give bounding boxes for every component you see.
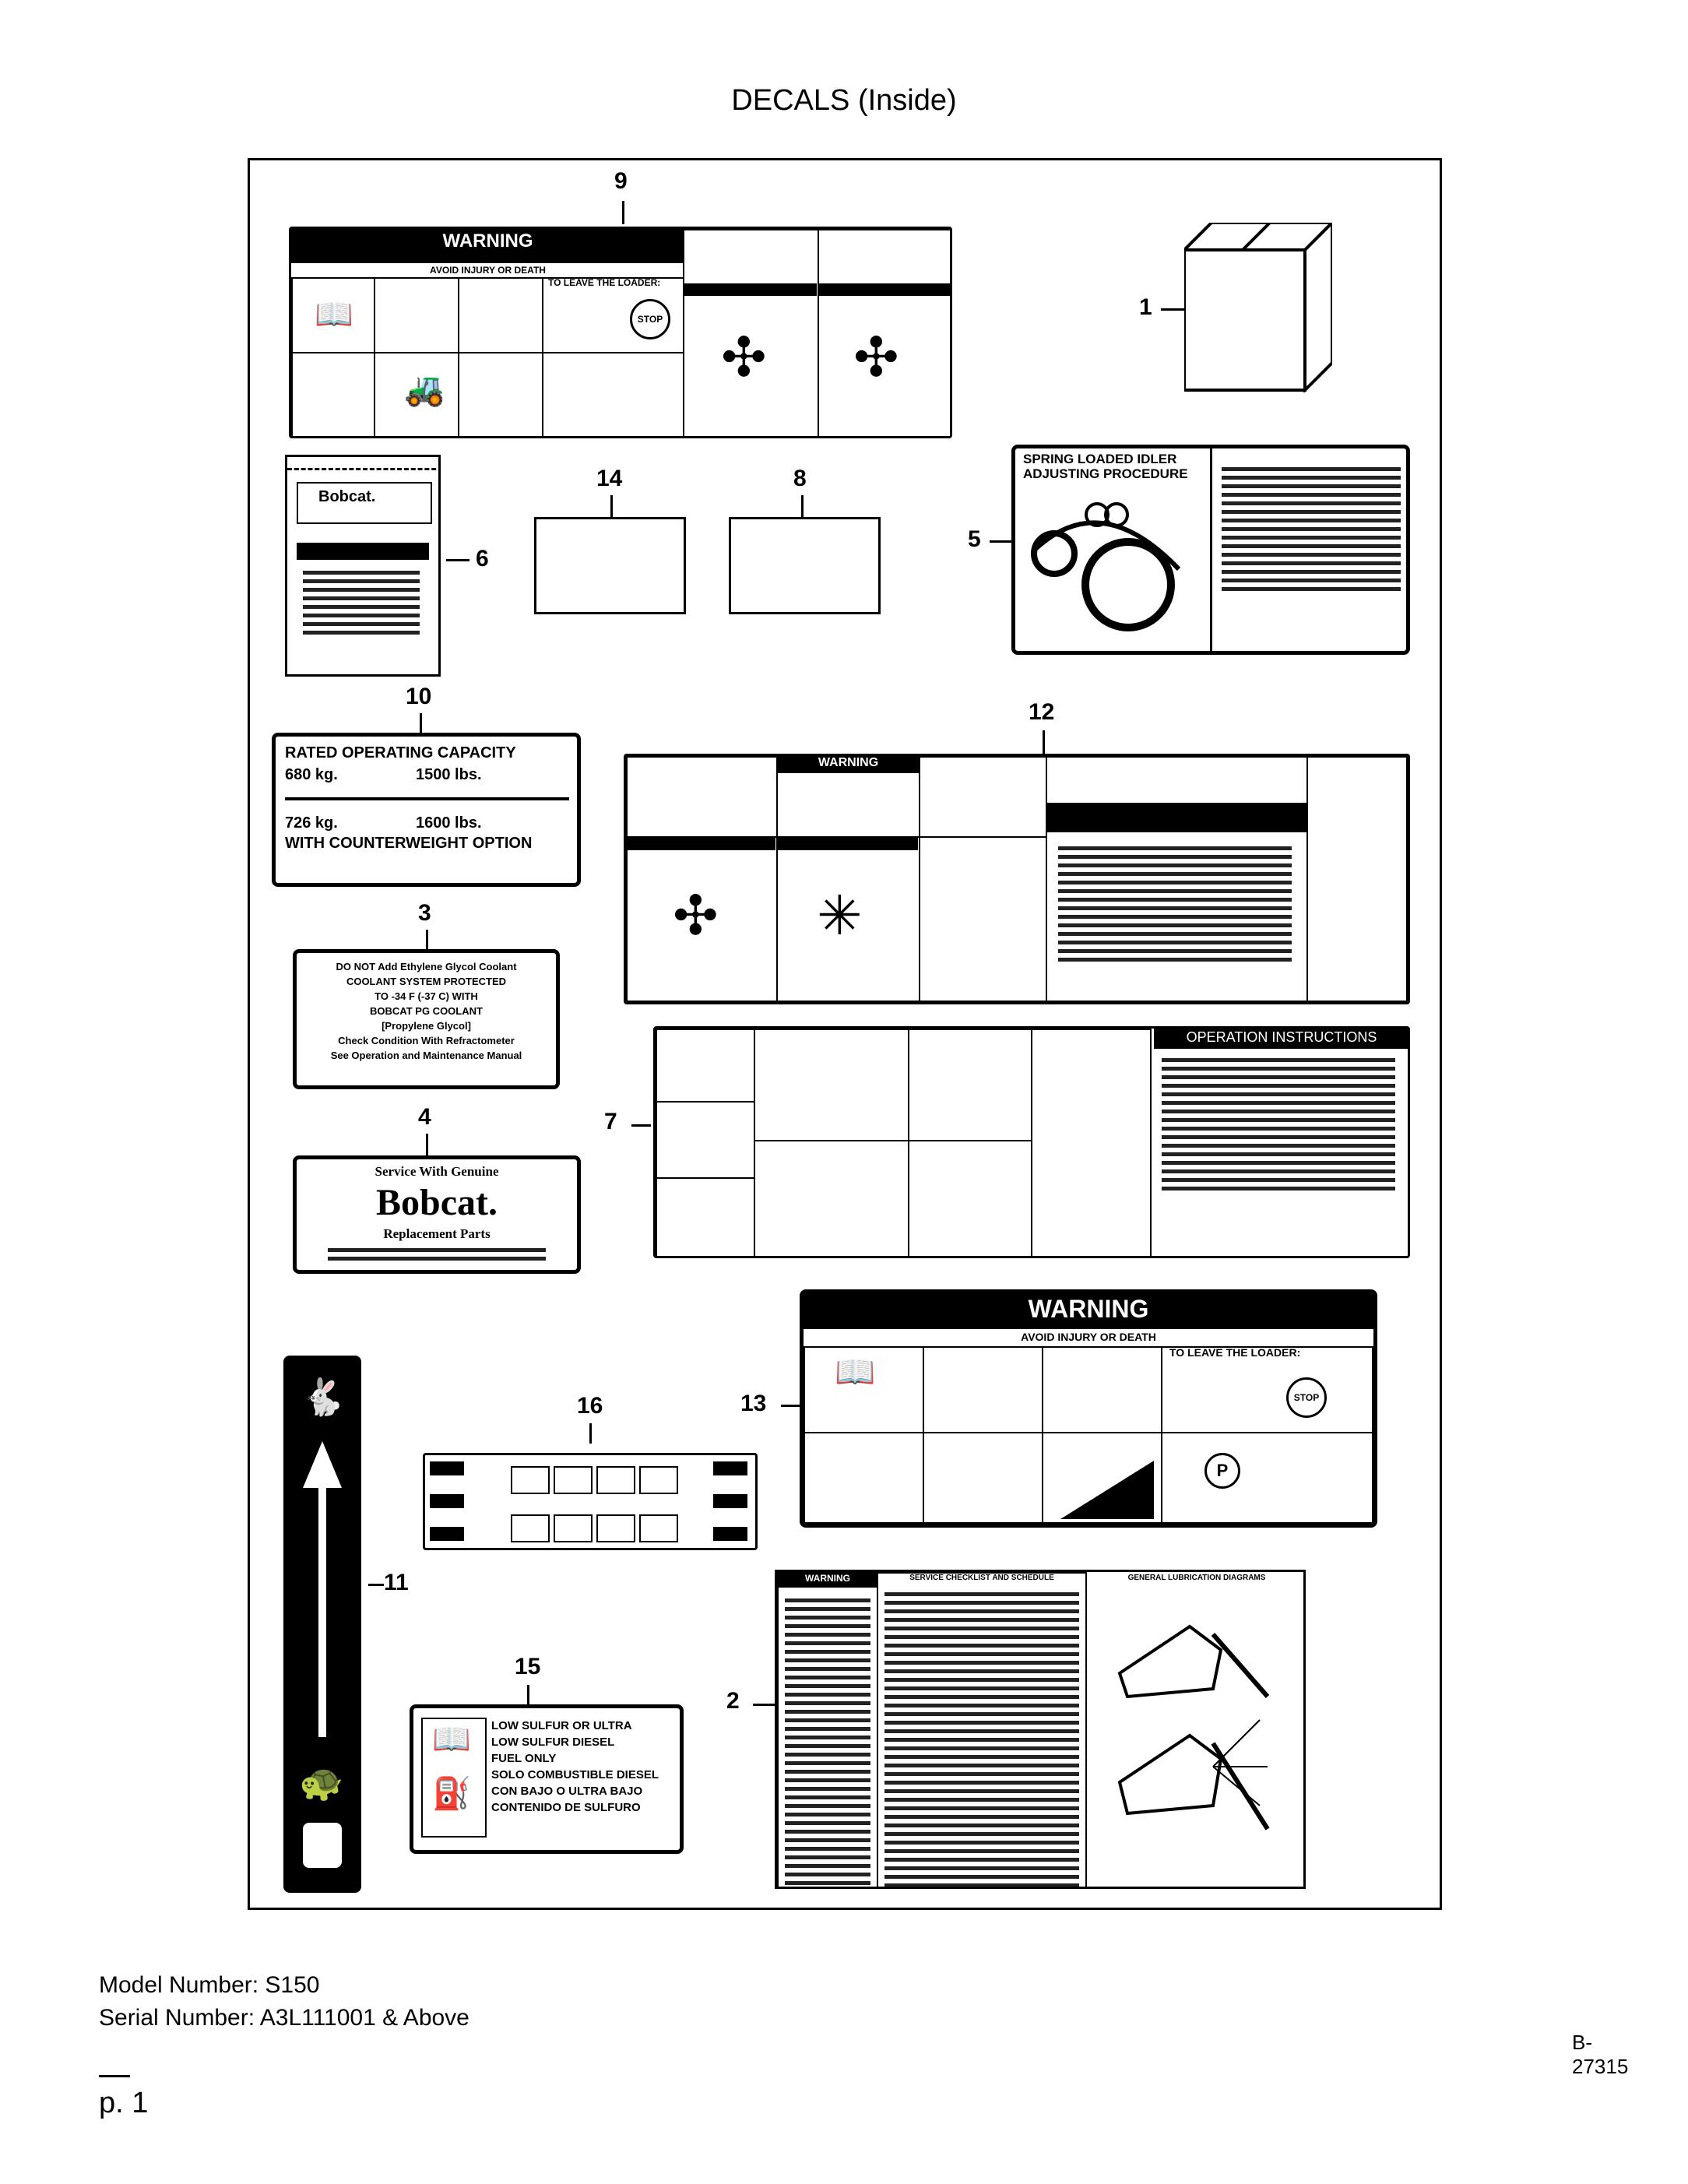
joystick-left-icon: ✣ [721, 327, 767, 388]
roc-title: RATED OPERATING CAPACITY [285, 744, 516, 761]
stop-icon: STOP [1286, 1377, 1327, 1418]
manual-book-icon: 📖 [432, 1722, 471, 1757]
roc-counterweight: WITH COUNTERWEIGHT OPTION [285, 835, 533, 852]
decal-10: RATED OPERATING CAPACITY 680 kg. 1500 lb… [272, 733, 581, 887]
callout-12: 12 [1029, 699, 1055, 725]
parts-text-1: Service With Genuine [375, 1164, 499, 1179]
avoid-text: AVOID INJURY OR DEATH [430, 265, 546, 276]
callout-7: 7 [604, 1109, 617, 1134]
callout-5: 5 [968, 526, 981, 552]
decal-3: DO NOT Add Ethylene Glycol Coolant COOLA… [293, 949, 560, 1089]
leader-line-9 [622, 201, 624, 224]
serial-number: Serial Number: A3L111001 & Above [99, 2005, 469, 2031]
coolant-text: DO NOT Add Ethylene Glycol Coolant COOLA… [330, 961, 522, 1061]
joystick-right-icon: ✣ [853, 327, 899, 388]
decal-4: Service With Genuine Bobcat. Replacement… [293, 1155, 581, 1274]
leave-text-13: TO LEAVE THE LOADER: [1169, 1346, 1301, 1359]
turtle-slow-icon: 🐢 [299, 1762, 344, 1802]
belt-drive-icon [1031, 502, 1181, 631]
parts-brand: Bobcat. [376, 1182, 498, 1223]
callout-13: 13 [740, 1391, 767, 1416]
page-number: p. 1 [99, 2087, 149, 2119]
avoid-text-13: AVOID INJURY OR DEATH [1021, 1331, 1156, 1343]
decal-13: WARNING AVOID INJURY OR DEATH TO LEAVE T… [800, 1289, 1377, 1528]
callout-4: 4 [418, 1104, 431, 1130]
decal-14 [534, 517, 686, 614]
roc-lbs-2: 1600 lbs. [416, 814, 482, 832]
callout-16: 16 [577, 1393, 603, 1419]
spring-idler-title: SPRING LOADED IDLER ADJUSTING PROCEDURE [1023, 452, 1188, 481]
speed-arrow-icon [303, 1441, 342, 1737]
manual-book-icon: 📖 [835, 1353, 876, 1390]
rabbit-fast-icon: 🐇 [301, 1377, 346, 1417]
leave-text: TO LEAVE THE LOADER: [548, 277, 661, 288]
decal-6: Bobcat. [285, 455, 441, 677]
service-checklist-title: SERVICE CHECKLIST AND SCHEDULE [909, 1574, 1054, 1582]
warning-text-13: WARNING [1028, 1295, 1149, 1323]
parts-text-2: Replacement Parts [383, 1226, 491, 1241]
decal-8 [729, 517, 881, 614]
decal-diagram: 9 WARNING AVOID INJURY OR DEATH TO LEAVE… [248, 158, 1628, 2078]
package-box-icon [1184, 223, 1332, 392]
callout-1: 1 [1139, 294, 1152, 320]
callout-14: 14 [596, 466, 623, 491]
op-instructions-title: OPERATION INSTRUCTIONS [1186, 1029, 1377, 1045]
bobcat-logo: Bobcat. [318, 488, 376, 505]
slope-loader-icon [1060, 1461, 1154, 1519]
lube-diagram-title: GENERAL LUBRICATION DIAGRAMS [1127, 1574, 1266, 1582]
loader-icon: 🚜 [404, 371, 445, 407]
callout-6: 6 [476, 546, 489, 571]
roc-kg-1: 680 kg. [285, 766, 338, 783]
warning-text: WARNING [442, 230, 533, 251]
throttle-icon [303, 1823, 342, 1868]
decal-9: WARNING AVOID INJURY OR DEATH TO LEAVE T… [289, 227, 952, 438]
callout-2: 2 [726, 1688, 740, 1714]
decal-2: WARNING SERVICE CHECKLIST AND SCHEDULE G… [775, 1570, 1306, 1889]
fuel-text: LOW SULFUR OR ULTRA LOW SULFUR DIESEL FU… [491, 1719, 659, 1814]
fuel-pump-icon: ⛽ [432, 1777, 471, 1811]
joystick-iso-icon: ✳ [817, 885, 863, 946]
figure-id: B-27315 [1572, 2031, 1629, 2078]
decal-11: 🐇 🐢 [283, 1356, 361, 1893]
callout-11: 11 [384, 1570, 409, 1595]
roc-kg-2: 726 kg. [285, 814, 338, 832]
leader-line-6 [446, 559, 469, 561]
roc-lbs-1: 1500 lbs. [416, 766, 482, 783]
page-title: DECALS (Inside) [731, 84, 957, 117]
model-number: Model Number: S150 [99, 1972, 320, 1998]
decal-7: OPERATION INSTRUCTIONS [653, 1026, 1410, 1258]
parking-brake-icon: P [1204, 1453, 1240, 1489]
callout-9: 9 [614, 168, 628, 194]
decal-15: 📖 ⛽ LOW SULFUR OR ULTRA LOW SULFUR DIESE… [410, 1704, 684, 1854]
decal-5: SPRING LOADED IDLER ADJUSTING PROCEDURE [1011, 445, 1410, 655]
decal-16 [423, 1453, 758, 1550]
callout-8: 8 [793, 466, 807, 491]
leader-line-1 [1161, 308, 1184, 311]
page-divider [99, 2075, 130, 2077]
stop-icon: STOP [630, 299, 670, 339]
lubrication-loader-icon [1117, 1624, 1270, 1831]
joystick-h-icon: ✣ [673, 885, 719, 946]
callout-10: 10 [406, 684, 432, 709]
callout-15: 15 [515, 1654, 541, 1679]
decal-12: WARNING ✣ ✳ [624, 754, 1410, 1004]
manual-book-icon: 📖 [315, 297, 353, 332]
callout-3: 3 [418, 900, 431, 926]
